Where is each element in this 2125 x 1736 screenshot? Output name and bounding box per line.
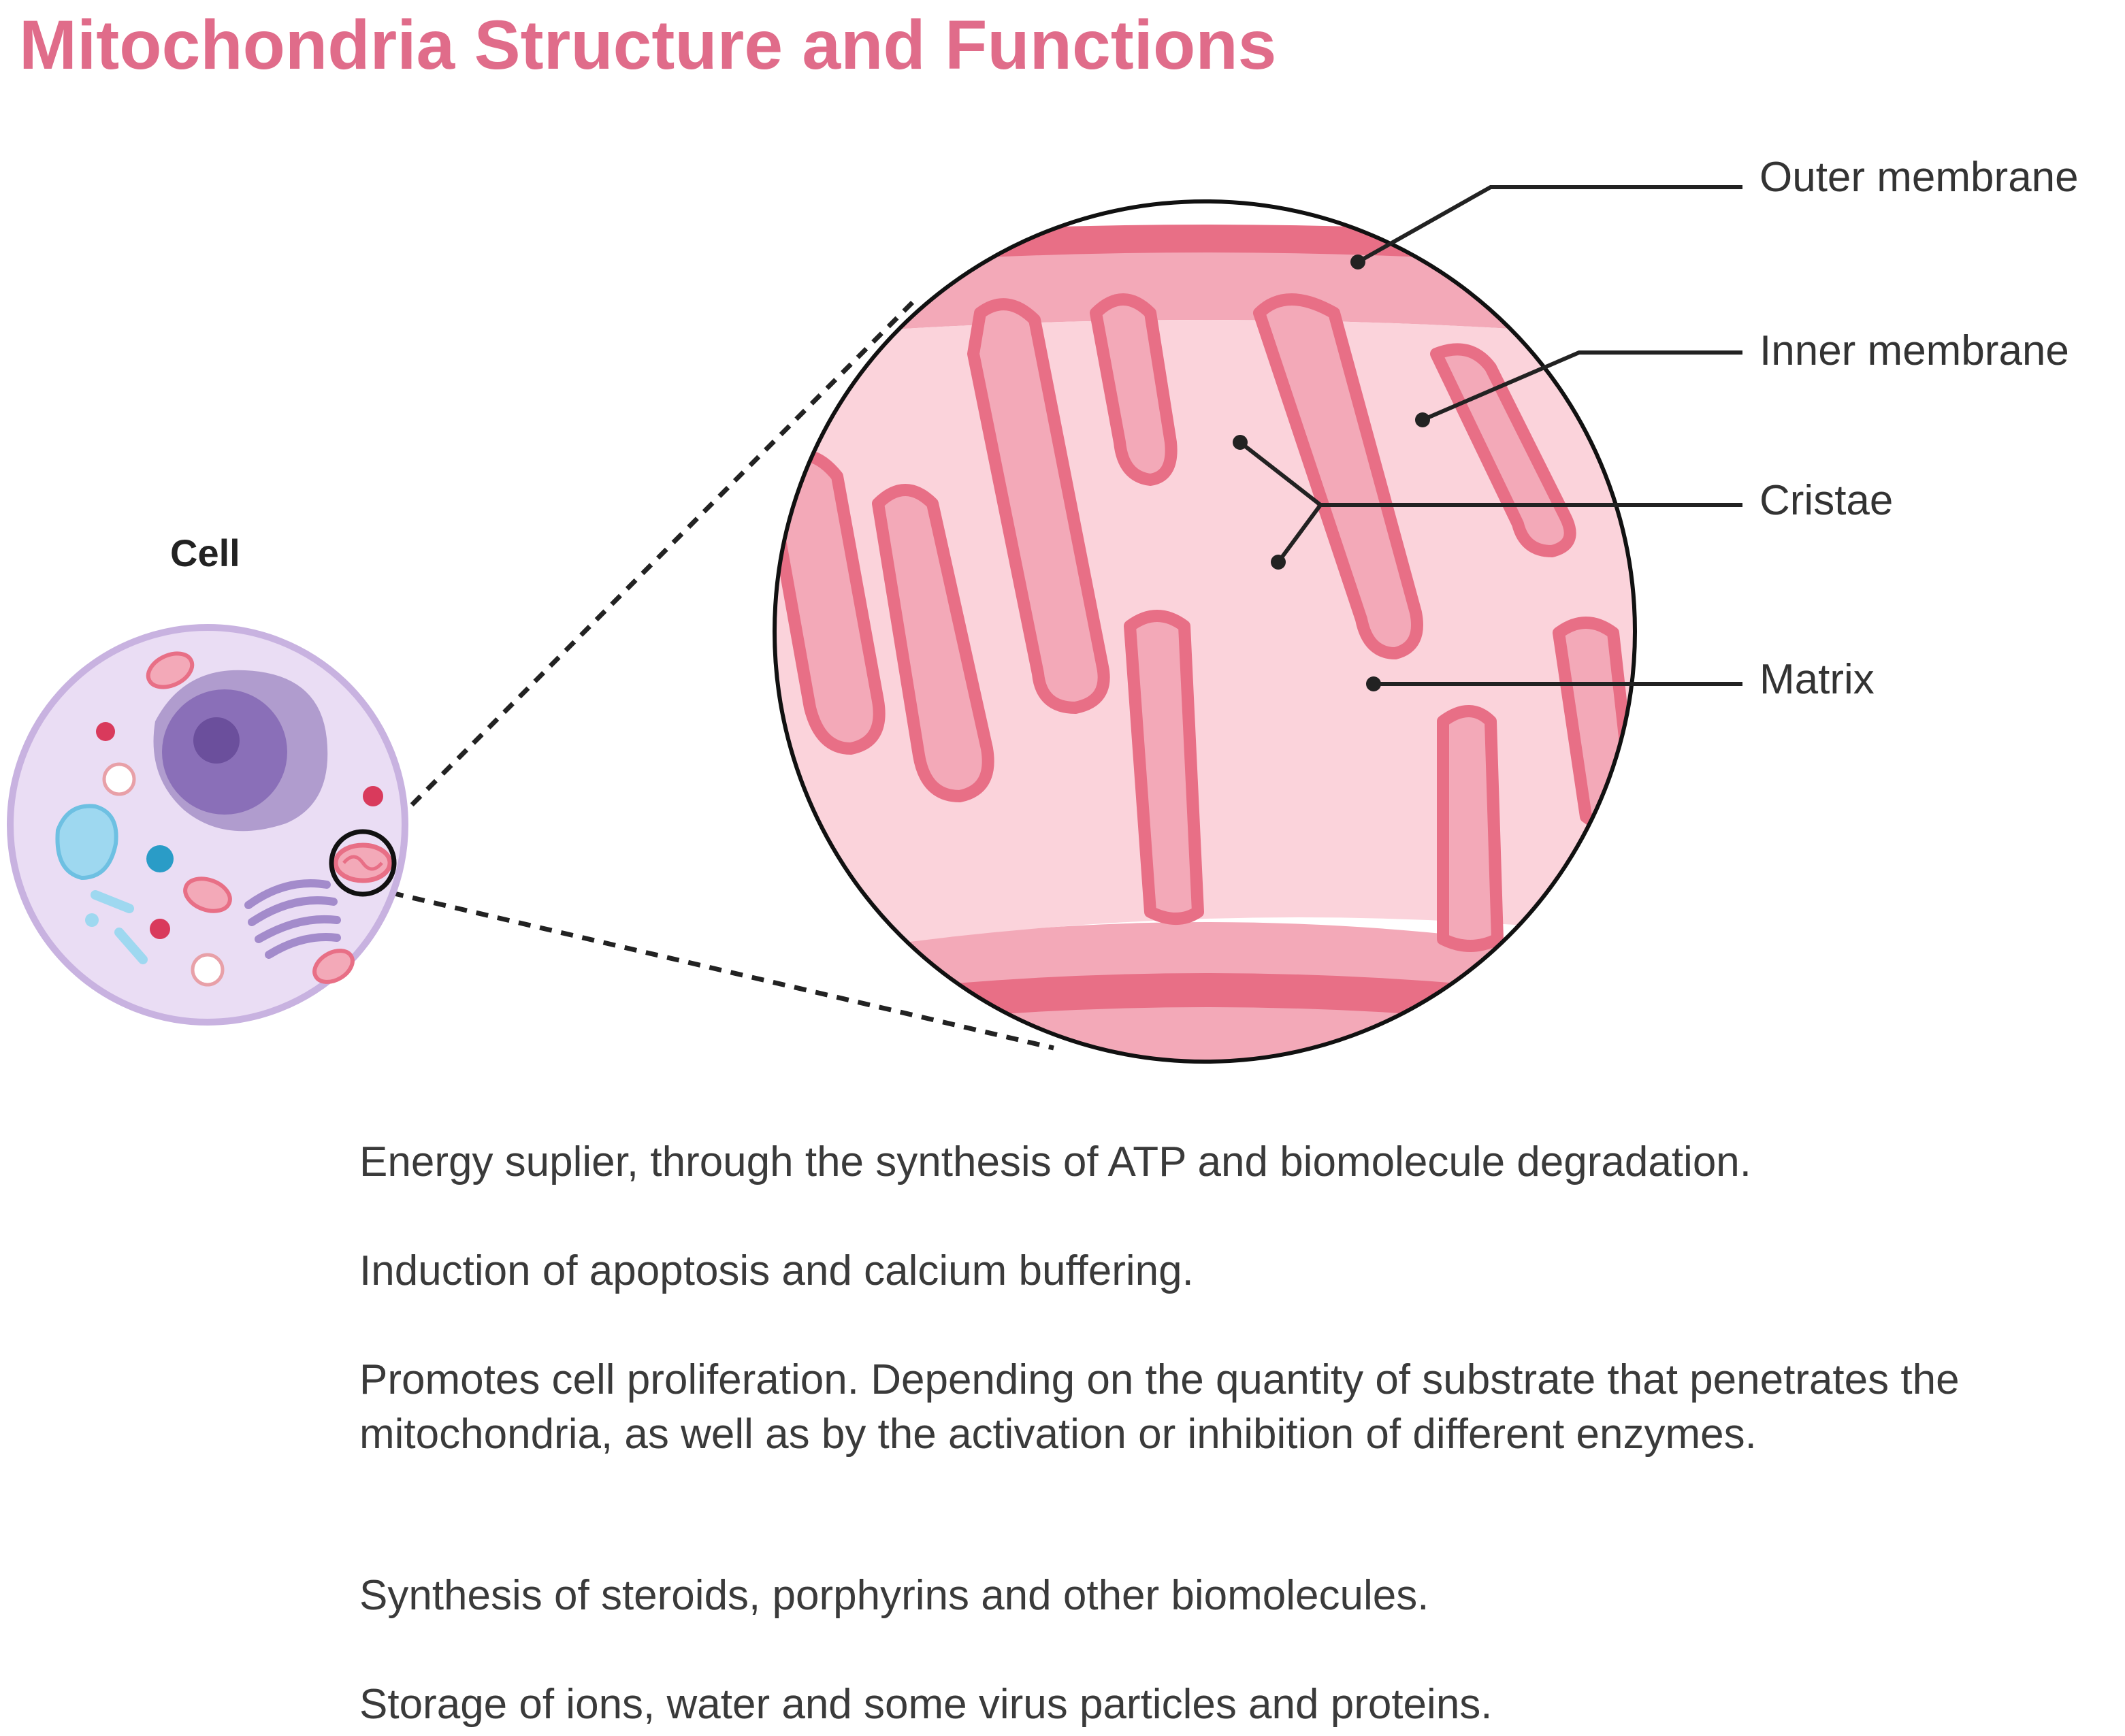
callout-leaders bbox=[1239, 185, 1742, 686]
function-proliferation: Promotes cell proliferation. Depending o… bbox=[359, 1356, 1960, 1458]
function-apoptosis: Induction of apoptosis and calcium buffe… bbox=[359, 1247, 1194, 1294]
callout-matrix: Matrix bbox=[1759, 656, 1875, 703]
callout-inner-membrane: Inner membrane bbox=[1759, 327, 2069, 374]
function-synthesis: Synthesis of steroids, porphyrins and ot… bbox=[359, 1572, 1429, 1619]
cell-illustration bbox=[7, 624, 408, 1026]
mitochondria-diagram bbox=[7, 185, 1742, 1064]
cell-label: Cell bbox=[170, 531, 240, 574]
zoom-source-circle bbox=[329, 829, 397, 897]
mitochondrion-zoom bbox=[773, 199, 1637, 1064]
callout-outer-membrane: Outer membrane bbox=[1759, 154, 2079, 201]
page-title: Mitochondria Structure and Functions bbox=[19, 6, 1277, 84]
function-storage: Storage of ions, water and some virus pa… bbox=[359, 1681, 1493, 1728]
callout-cristae: Cristae bbox=[1759, 477, 1894, 524]
function-energy: Energy suplier, through the synthesis of… bbox=[359, 1139, 1752, 1185]
zoom-connector-lines bbox=[379, 297, 1054, 1051]
callout-dots bbox=[1233, 255, 1430, 691]
